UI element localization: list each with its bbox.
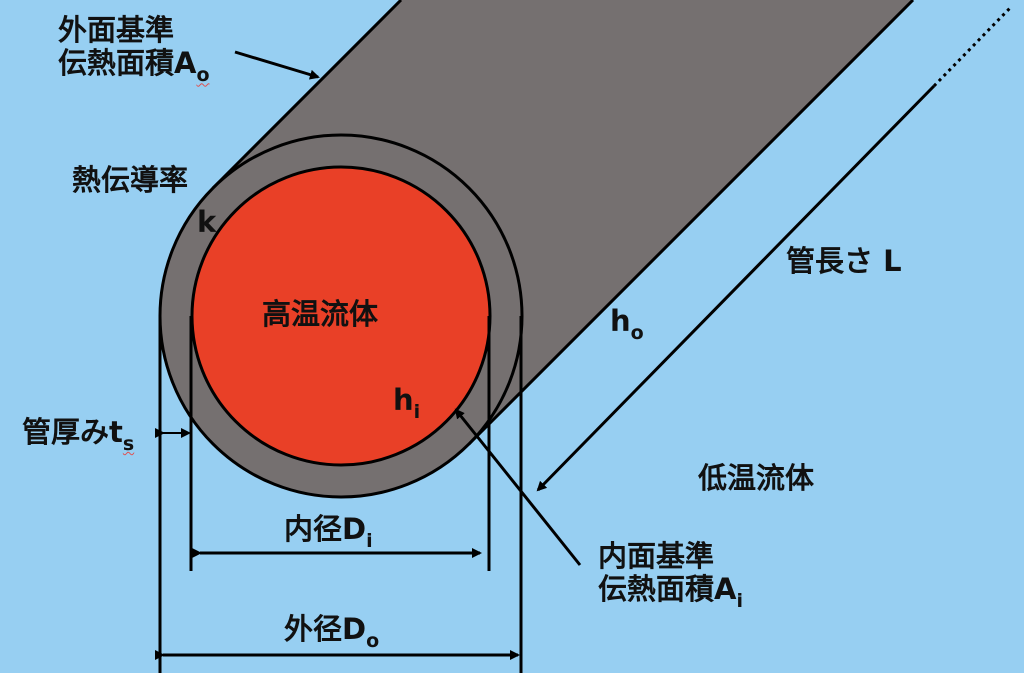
inner-area-subscript: i [736, 590, 743, 613]
inner-diameter-text: 内径D [284, 512, 367, 546]
inner-area-text: 伝熱面積A [598, 572, 737, 607]
outer-area-line1: 外面基準 [58, 13, 175, 47]
pipe-bottom-edge [467, 0, 915, 446]
inner-area-line1: 内面基準 [598, 539, 715, 573]
ho-text: h [610, 304, 631, 338]
hi-subscript: i [413, 401, 421, 423]
outer-diameter-subscript: o [366, 630, 380, 652]
inner-area-pointer [454, 408, 582, 566]
length-label: 管長さ L [786, 244, 902, 278]
outer-diameter-text: 外径D [284, 612, 367, 646]
length-arrow [536, 84, 936, 492]
hi-label: hi [393, 383, 421, 424]
cold-fluid-label: 低温流体 [698, 461, 815, 495]
inner-diameter-label: 内径Di [284, 512, 373, 553]
outer-area-subscript: o [196, 64, 210, 87]
length-dotted-extension [932, 6, 1012, 88]
hi-text: h [393, 383, 414, 417]
pipe-top-edge [211, 0, 403, 190]
k-label: k [197, 205, 217, 239]
inner-area-line2: 伝熱面積Ai [598, 573, 743, 613]
thickness-label: 管厚みts [22, 415, 135, 456]
thickness-text: 管厚みt [22, 415, 123, 449]
ho-label: ho [610, 304, 644, 345]
conductivity-label: 熱伝導率 [72, 163, 189, 197]
hot-fluid-label: 高温流体 [262, 297, 379, 331]
outer-area-label: 外面基準 伝熱面積Ao [58, 13, 210, 87]
inner-diameter-subscript: i [366, 530, 373, 552]
outer-diameter-label: 外径Do [284, 612, 380, 653]
thickness-subscript: s [122, 433, 135, 455]
outer-area-pointer [234, 50, 320, 80]
ho-subscript: o [630, 322, 644, 344]
inner-area-label: 内面基準 伝熱面積Ai [598, 539, 743, 613]
outer-area-text: 伝熱面積A [58, 46, 197, 81]
outer-area-line2: 伝熱面積Ao [58, 47, 210, 87]
